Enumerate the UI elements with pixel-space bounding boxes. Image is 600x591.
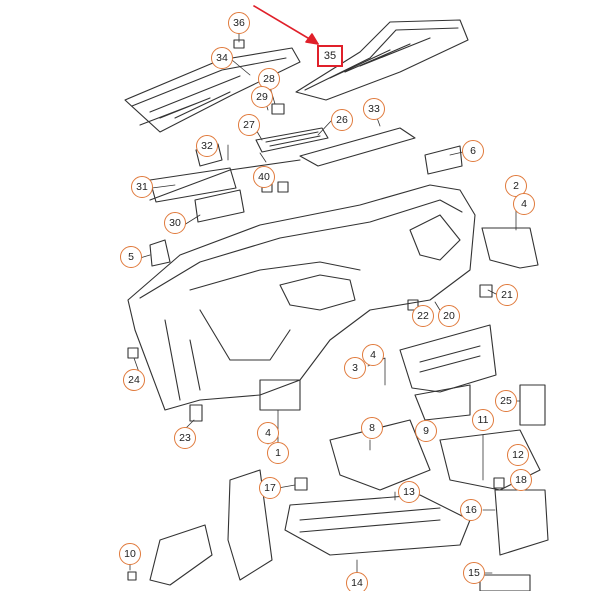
callout-33: 33 [363,98,385,120]
pointer-arrow [253,5,319,45]
callout-23: 23 [174,427,196,449]
callout-16: 16 [460,499,482,521]
floor-console [149,384,549,591]
cowl-panel-right [295,19,469,101]
callout-13: 13 [398,481,420,503]
defrost-vent [255,127,416,167]
callout-1: 1 [267,442,289,464]
callout-4-lower: 4 [257,422,279,444]
callout-6: 6 [462,140,484,162]
callout-28: 28 [258,68,280,90]
callout-34: 34 [211,47,233,69]
callout-29: 29 [251,86,273,108]
callout-40: 40 [253,166,275,188]
callout-30: 30 [164,212,186,234]
callout-21: 21 [496,284,518,306]
callout-4-upper: 4 [513,193,535,215]
callout-14: 14 [346,572,368,591]
callout-24: 24 [123,369,145,391]
cowl-panel-left [124,47,301,133]
callout-15: 15 [463,562,485,584]
center-vent [399,324,497,421]
callout-27: 27 [238,114,260,136]
callout-4-mid: 4 [362,344,384,366]
callout-22: 22 [412,305,434,327]
callout-32: 32 [196,135,218,157]
callout-35-highlighted: 35 [317,45,343,67]
callout-36: 36 [228,12,250,34]
callout-5: 5 [120,246,142,268]
callout-11: 11 [472,409,494,431]
callout-26: 26 [331,109,353,131]
callout-17: 17 [259,477,281,499]
callout-3: 3 [344,357,366,379]
callout-25: 25 [495,390,517,412]
dashboard-body [127,159,476,411]
callout-31: 31 [131,176,153,198]
leader-lines [129,32,521,579]
callout-8: 8 [361,417,383,439]
callout-10: 10 [119,543,141,565]
callout-9: 9 [415,420,437,442]
callout-18: 18 [510,469,532,491]
callout-12: 12 [507,444,529,466]
side-vents [149,143,539,269]
callout-20: 20 [438,305,460,327]
